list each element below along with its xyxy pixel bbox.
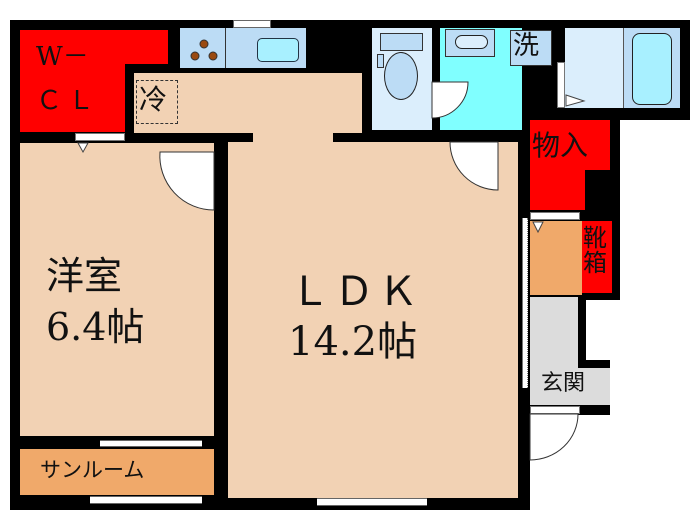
walk-in-closet-lower [20,30,125,132]
wic-door [75,133,125,141]
entry-hall [530,221,582,295]
washing-machine [510,30,552,66]
western-room-size: 6.4帖 [46,305,145,349]
ldk-side-window [522,218,528,388]
entrance-door-frame [530,406,580,414]
washbasin-icon [455,35,488,49]
toilet-handle [377,54,384,68]
wic-label-1: W－ [36,42,89,72]
bath-door [557,62,565,108]
washroom-door-icon [449,141,499,191]
laundry-label: 洗 [513,31,540,61]
sink-basin-icon [257,38,299,62]
entrance-label: 玄関 [541,371,586,396]
shoe-box-label: 靴箱 [583,224,607,278]
fridge-label: 冷 [139,83,168,116]
ldk-opening [253,128,333,144]
sunroom-outer-window [90,496,202,504]
bathtub-icon [632,33,672,105]
fridge-space [136,80,178,124]
storage-label: 物入 [532,129,589,162]
toilet-tank-icon [380,33,423,51]
storage-door-arrow-icon [532,221,544,234]
toilet-door-icon [431,81,469,119]
bath-top-wall [560,20,690,28]
ldk-size: 14.2帖 [288,319,418,365]
bath-right-wall [680,20,690,120]
western-room-name: 洋室 [46,254,123,298]
ldk-bottom-window [317,498,427,506]
toilet-bowl-icon [384,52,418,100]
storage-closet-lower [530,120,585,210]
entrance-door-icon [529,413,579,461]
sunroom-inner-window [100,440,202,447]
sunroom-label: サンルーム [40,458,145,482]
ldk-room [228,142,518,498]
shoe-box [582,221,612,293]
wic-label-2: ＣＬ [36,86,101,116]
stove-burner-icon [190,39,218,61]
sunroom [20,449,214,495]
western-room-door-icon [159,151,215,211]
kitchen-window [233,20,271,28]
bath-bottom-wall [560,108,690,120]
notch-white [586,300,626,360]
ldk-name: ＬＤＫ [290,269,422,315]
bath-door-arrow-icon [565,94,586,107]
entrance-lower [530,368,610,405]
storage-door [530,212,580,220]
wic-door-arrow-icon [77,142,89,154]
bathroom [565,28,625,108]
